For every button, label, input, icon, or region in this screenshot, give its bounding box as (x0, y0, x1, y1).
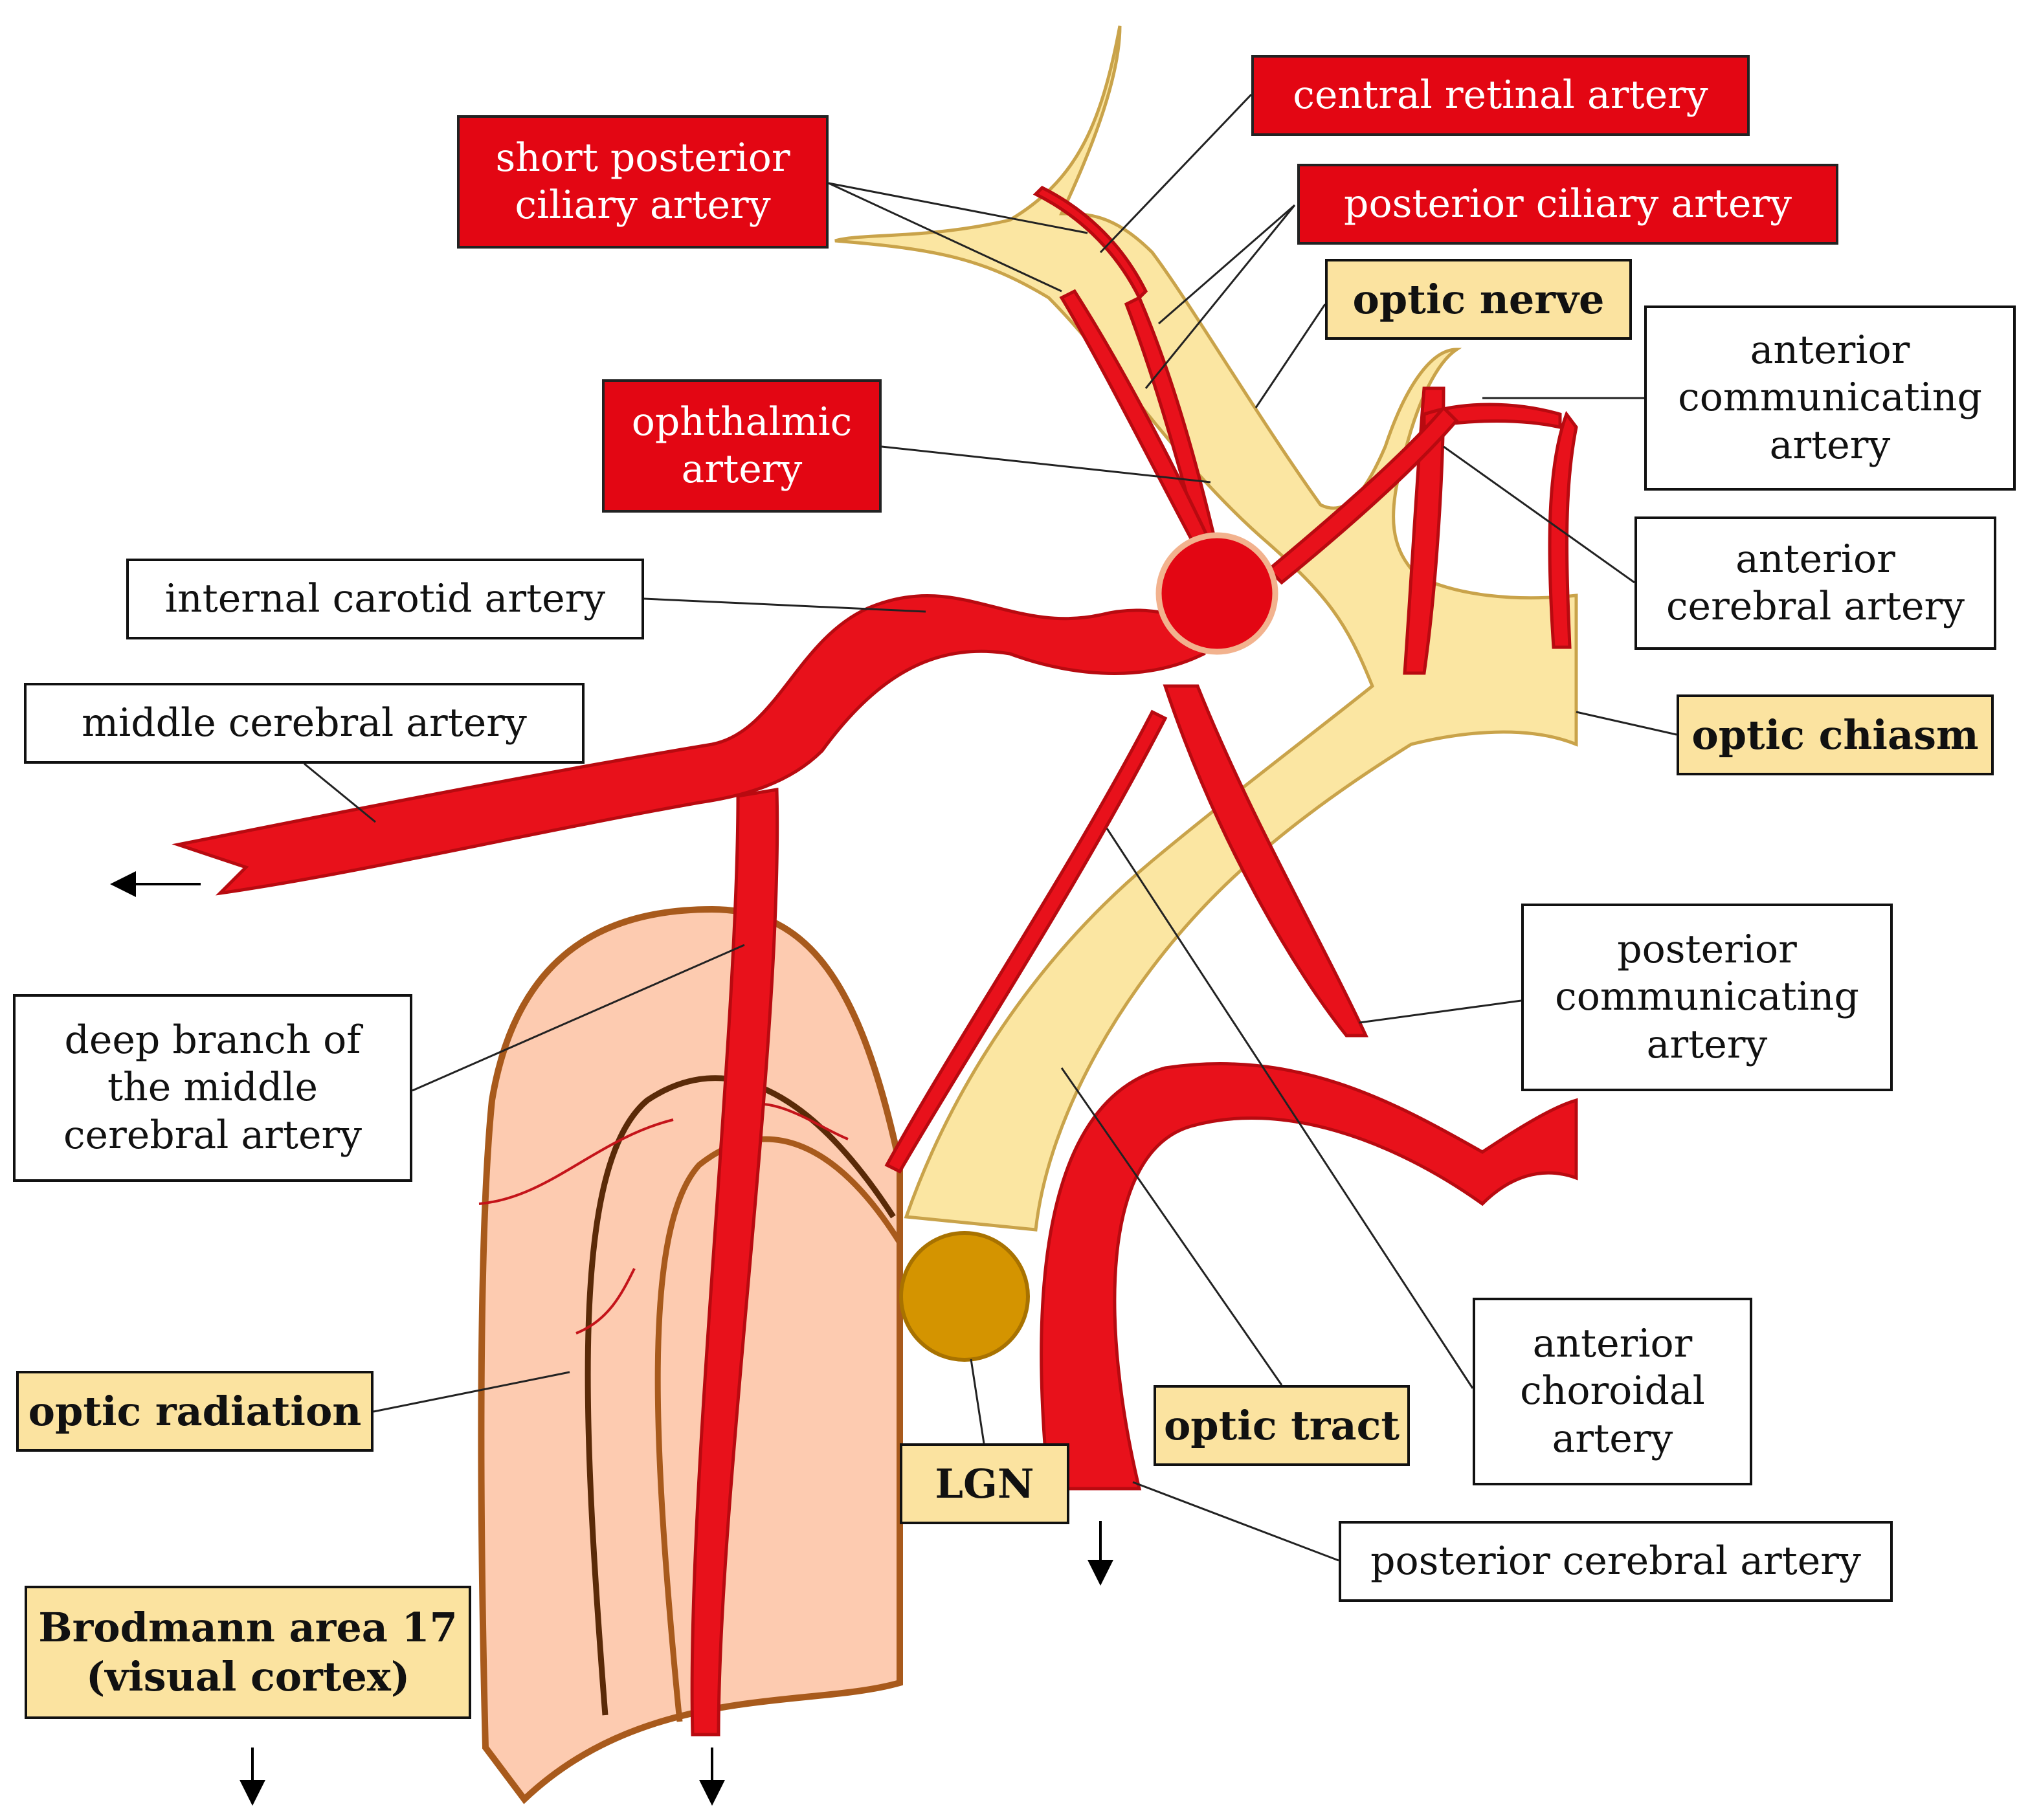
label-anterior-cerebral-artery: anterior cerebral artery (1634, 516, 1996, 650)
label-central-retinal-artery: central retinal artery (1251, 55, 1750, 136)
label-optic-tract: optic tract (1154, 1385, 1410, 1466)
label-short-posterior-ciliary-artery: short posterior ciliary artery (457, 115, 829, 249)
label-lgn: LGN (900, 1443, 1069, 1524)
label-deep-branch-middle-cerebral-artery: deep branch of the middle cerebral arter… (13, 994, 412, 1182)
lgn-shape (899, 1231, 1030, 1362)
leader-lines (304, 93, 1677, 1562)
visual-cortex-shape (478, 905, 903, 1804)
label-brodmann-area-17: Brodmann area 17 (visual cortex) (25, 1586, 471, 1719)
direction-arrows (110, 871, 1113, 1806)
label-posterior-cerebral-artery: posterior cerebral artery (1339, 1521, 1893, 1602)
label-posterior-communicating-artery: posterior communicating artery (1521, 904, 1893, 1091)
label-middle-cerebral-artery: middle cerebral artery (24, 683, 585, 764)
label-internal-carotid-artery: internal carotid artery (126, 559, 644, 639)
label-optic-radiation: optic radiation (16, 1371, 374, 1452)
label-anterior-communicating-artery: anterior communicating artery (1644, 305, 2016, 491)
label-anterior-choroidal-artery: anterior choroidal artery (1473, 1298, 1752, 1485)
label-ophthalmic-artery: ophthalmic artery (602, 379, 882, 513)
label-optic-nerve: optic nerve (1325, 259, 1632, 340)
label-posterior-ciliary-artery: posterior ciliary artery (1297, 164, 1838, 245)
label-optic-chiasm: optic chiasm (1677, 694, 1994, 775)
